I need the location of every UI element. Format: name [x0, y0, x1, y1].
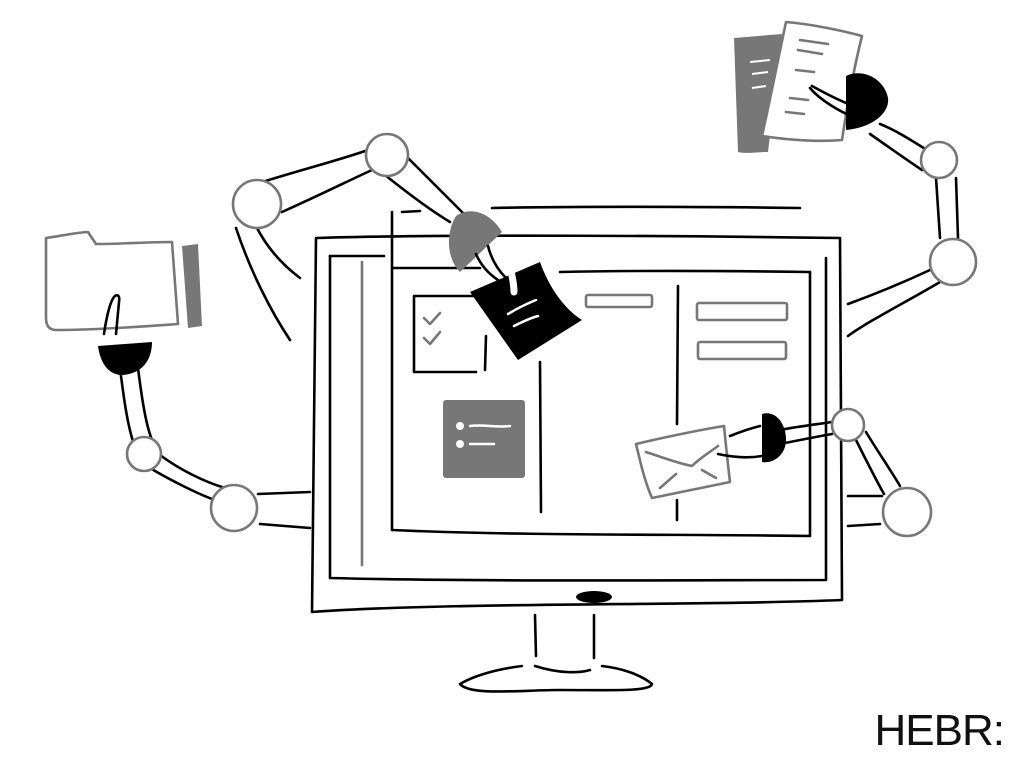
robot-arm-left — [118, 366, 312, 533]
list-card-icon — [443, 400, 525, 478]
monitor — [310, 205, 844, 693]
input-bar — [695, 301, 789, 322]
sticky-note-icon — [470, 246, 582, 360]
robot-arm-right — [762, 407, 933, 538]
grip-finger — [102, 293, 121, 336]
checklist-icon — [412, 294, 488, 374]
input-bar — [696, 340, 788, 361]
robot-arm-top — [231, 132, 508, 342]
gripper — [762, 413, 786, 463]
document-stack-icon — [734, 20, 889, 153]
gripper — [846, 73, 889, 130]
input-bar — [584, 293, 654, 309]
camera-icon — [576, 591, 612, 603]
gripper — [98, 342, 152, 375]
gripper — [448, 211, 502, 272]
caption-label: HEBR: — [874, 706, 1005, 755]
robot-arm-top-right — [846, 122, 978, 338]
folder-icon — [44, 230, 202, 375]
envelope-icon — [634, 424, 764, 500]
